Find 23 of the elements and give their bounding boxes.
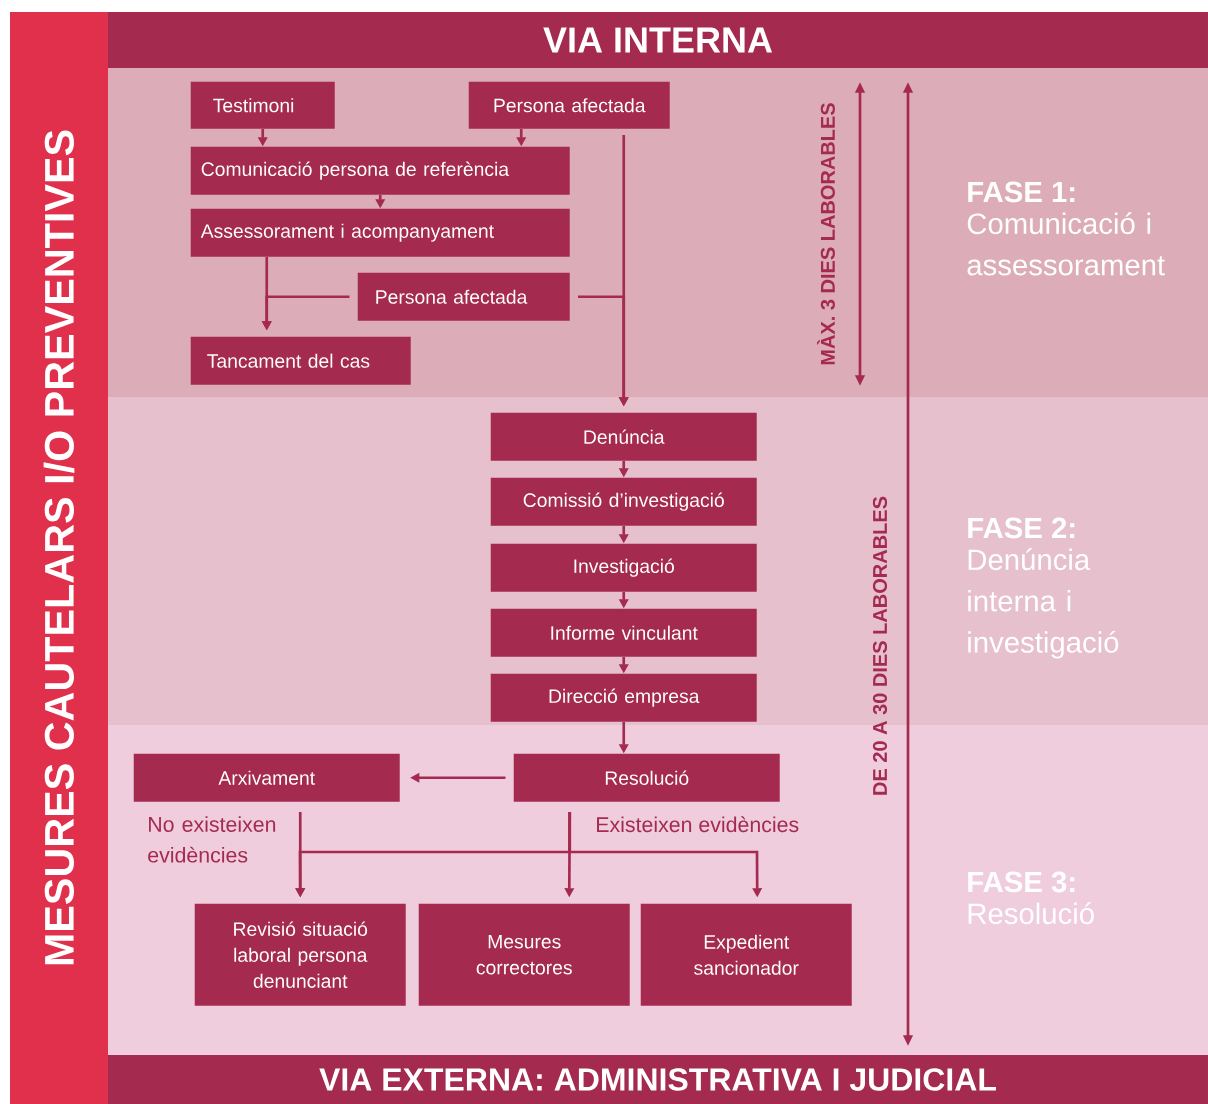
process-box: Persona afectada [357,272,570,321]
process-box: Informe vinculant [490,608,757,657]
process-box: Revisió situació laboral persona denunciant [194,903,406,1006]
process-box: Testimoni [190,81,335,129]
process-box: Comissió d’investigació [490,477,757,526]
dimension-label: MÀX. 3 DIES LABORABLES [817,103,835,365]
process-box: Comunicació persona de referència [190,146,570,195]
header-bar: VIA INTERNA [108,12,1208,68]
process-box: Investigació [490,543,757,592]
process-box: Mesures correctores [418,903,630,1006]
process-box: Resolució [513,753,780,802]
branch-label: No existeixen evidències [148,816,276,863]
process-box: Direcció empresa [490,673,757,722]
process-box: Expedient sancionador [640,903,852,1006]
side-bar: MESURES CAUTELARS I/O PREVENTIVES [10,12,108,1104]
dimension-label: DE 20 A 30 DIES LABORABLES [872,496,888,795]
header-bar: VIA EXTERNA: ADMINISTRATIVA I JUDICIAL [108,1055,1208,1104]
branch-label: Existeixen evidències [597,816,799,833]
process-box: Arxivament [133,753,400,802]
process-box: Persona afectada [468,81,670,129]
process-box: Assessorament i acompanyament [190,208,570,257]
process-box: Denúncia [490,412,757,461]
process-box: Tancament del cas [190,336,411,385]
